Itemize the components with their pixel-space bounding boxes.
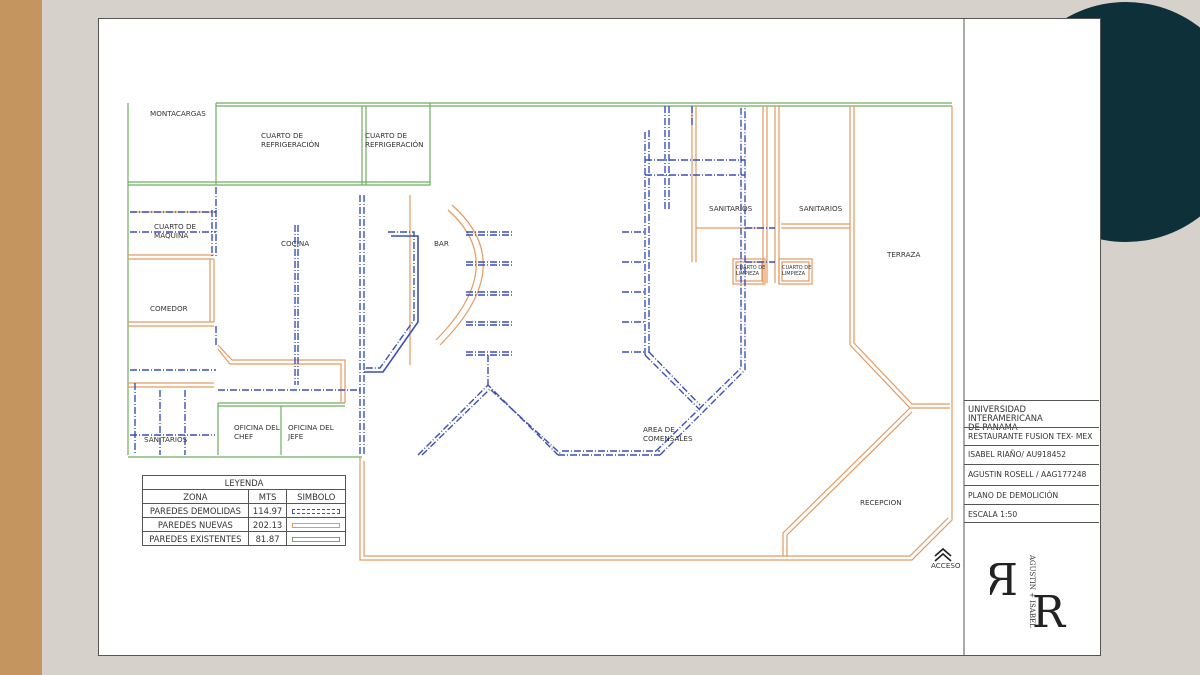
room-sanitarios-1: SANITARIOS — [709, 204, 753, 213]
legend-header-simbolo: SIMBOLO — [286, 489, 346, 504]
acceso-arrow-icon — [934, 547, 952, 562]
legend-row: PAREDES DEMOLIDAS 114.97 — [142, 503, 346, 518]
room-oficina-jefe: OFICINA DEL JEFE — [288, 423, 334, 441]
room-limpieza-1: CUARTO DE LIMPIEZA — [736, 265, 766, 277]
legend-mts: 81.87 — [247, 531, 288, 546]
legend-symbol — [286, 517, 346, 532]
legend-row: PAREDES EXISTENTES 81.87 — [142, 531, 346, 546]
room-cocina: COCINA — [281, 239, 310, 248]
svg-text:R: R — [1032, 587, 1067, 633]
legend-symbol — [286, 503, 346, 518]
room-cuarto-maquina: CUARTO DE MAQUINA — [154, 222, 197, 240]
legend-symbol — [286, 531, 346, 546]
tb-sheet-name: PLANO DE DEMOLICIÓN — [964, 485, 1099, 504]
legend-zona: PAREDES EXISTENTES — [142, 531, 249, 546]
rr-logo: R R AGUSTIN + ISABEL — [990, 554, 1067, 633]
svg-text:AGUSTIN + ISABEL: AGUSTIN + ISABEL — [1028, 554, 1036, 628]
tb-project: RESTAURANTE FUSION TEX- MEX — [964, 427, 1099, 445]
legend-header-zona: ZONA — [142, 489, 249, 504]
legend-row: PAREDES NUEVAS 202.13 — [142, 517, 346, 532]
room-recepcion: RECEPCION — [860, 498, 902, 507]
room-sanitarios-2: SANITARIOS — [799, 204, 843, 213]
legend-title: LEYENDA — [142, 475, 346, 490]
room-limpieza-2: CUARTO DE LIMPIEZA — [782, 265, 812, 277]
room-area-comensales: AREA DE COMENSALES — [643, 425, 693, 443]
tb-author-1: ISABEL RIAÑO/ AU918452 — [964, 445, 1099, 463]
demolished-swatch — [292, 508, 341, 514]
acceso-label: ACCESO — [931, 561, 961, 570]
legend-zona: PAREDES NUEVAS — [142, 517, 249, 532]
room-refrigeracion-2: CUARTO DE REFRIGERACIÓN — [365, 131, 424, 149]
tb-author-2: AGUSTIN ROSELL / AAG177248 — [964, 464, 1099, 485]
room-terraza: TERRAZA — [887, 250, 921, 259]
gold-side-bar — [0, 0, 42, 675]
legend-zona: PAREDES DEMOLIDAS — [142, 503, 249, 518]
legend-mts: 202.13 — [247, 517, 288, 532]
room-sanitarios-left: SANITARIOS — [144, 435, 188, 444]
room-bar: BAR — [434, 239, 449, 248]
drawing-sheet — [98, 18, 1101, 656]
room-oficina-chef: OFICINA DEL CHEF — [234, 423, 280, 441]
existing-swatch — [292, 536, 341, 542]
new-swatch — [292, 522, 341, 528]
demolished-walls — [130, 106, 775, 456]
tb-scale: ESCALA 1:50 — [964, 504, 1099, 523]
legend-mts: 114.97 — [247, 503, 288, 518]
room-montacargas: MONTACARGAS — [150, 109, 206, 118]
legend-header-mts: MTS — [247, 489, 288, 504]
tb-university: UNIVERSIDAD INTERAMERICANA DE PANAMA — [964, 400, 1099, 432]
room-comedor: COMEDOR — [150, 304, 188, 313]
svg-text:R: R — [990, 555, 1018, 606]
room-refrigeracion-1: CUARTO DE REFRIGERACIÓN — [261, 131, 320, 149]
legend-table: LEYENDA ZONA MTS SIMBOLO PAREDES DEMOLID… — [142, 475, 346, 546]
existing-walls — [127, 102, 952, 458]
